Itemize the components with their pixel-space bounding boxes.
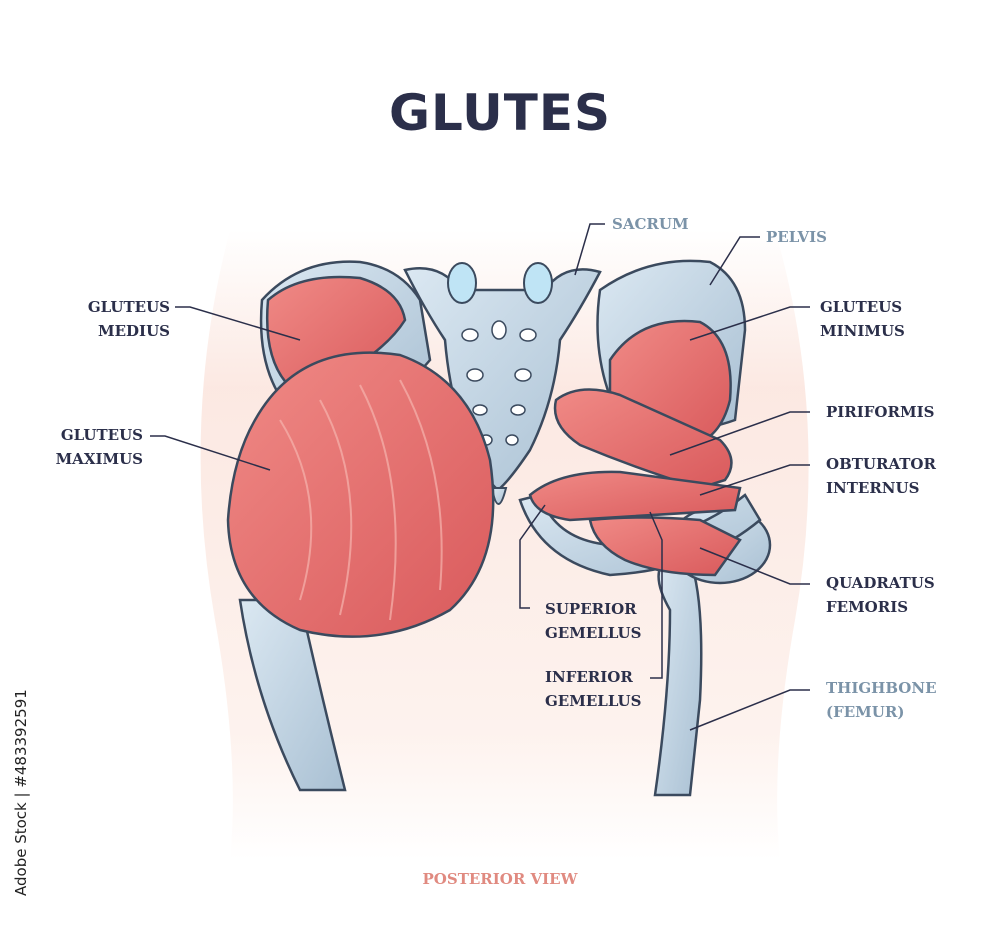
gluteus-medius-muscle (266, 275, 407, 397)
leader-pelvis (709, 236, 760, 286)
label-sacrum: SACRUM (612, 215, 689, 233)
right-femur (653, 558, 703, 797)
label-gluteus-medius-line1: GLUTEUS (87, 298, 170, 316)
label-superior-gemellus: SUPERIOR GEMELLUS (545, 597, 641, 645)
left-femur (238, 598, 347, 792)
sacrum-bone (403, 266, 602, 492)
label-thighbone: THIGHBONE (FEMUR) (826, 676, 937, 724)
obturator-internus-muscle (528, 470, 742, 522)
label-gluteus-maximus-line1: GLUTEUS (60, 426, 143, 444)
leader-gluteus-medius (175, 306, 301, 341)
label-gluteus-minimus: GLUTEUS MINIMUS (820, 295, 905, 343)
leader-inferior-gemellus (649, 511, 663, 679)
label-superior-gemellus-line2: GEMELLUS (545, 624, 642, 642)
label-inferior-gemellus-line2: GEMELLUS (545, 692, 642, 710)
label-gluteus-medius: GLUTEUS MEDIUS (60, 295, 170, 343)
leader-piriformis (669, 411, 810, 456)
label-inferior-gemellus-line1: INFERIOR (545, 668, 633, 686)
label-superior-gemellus-line1: SUPERIOR (545, 600, 637, 618)
label-quadratus-femoris-line2: FEMORIS (826, 598, 909, 616)
gluteus-maximus-fibers (279, 379, 443, 621)
label-obturator-internus-line2: INTERNUS (826, 479, 920, 497)
leader-quadratus-femoris (699, 547, 810, 585)
label-gluteus-maximus: GLUTEUS MAXIMUS (30, 423, 143, 471)
gluteus-maximus-muscle (226, 351, 495, 638)
label-gluteus-minimus-line1: GLUTEUS (820, 298, 903, 316)
label-thighbone-line2: (FEMUR) (826, 703, 905, 721)
leader-superior-gemellus (519, 504, 546, 609)
leader-thighbone (689, 689, 810, 731)
sacrum-facet-right (523, 262, 553, 304)
diagram-title: GLUTES (389, 84, 611, 142)
label-gluteus-medius-line2: MEDIUS (98, 322, 170, 340)
label-quadratus-femoris-line1: QUADRATUS (826, 574, 935, 592)
leader-sacrum (574, 223, 605, 276)
label-pelvis: PELVIS (766, 228, 827, 246)
leader-lines (150, 223, 810, 731)
leader-gluteus-maximus (150, 435, 271, 471)
stock-id-text: Adobe Stock | #483392591 (12, 689, 30, 896)
label-piriformis: PIRIFORMIS (826, 403, 935, 421)
label-thighbone-line1: THIGHBONE (826, 679, 937, 697)
label-gluteus-maximus-line2: MAXIMUS (55, 450, 143, 468)
leader-obturator-internus (699, 464, 810, 496)
sacrum-facet-left (447, 262, 477, 304)
leader-gluteus-minimus (689, 306, 810, 341)
label-gluteus-minimus-line2: MINIMUS (820, 322, 905, 340)
label-quadratus-femoris: QUADRATUS FEMORIS (826, 571, 935, 619)
label-obturator-internus-line1: OBTURATOR (826, 455, 936, 473)
label-obturator-internus: OBTURATOR INTERNUS (826, 452, 936, 500)
quadratus-femoris-muscle (588, 516, 742, 577)
view-caption: POSTERIOR VIEW (422, 870, 578, 888)
label-inferior-gemellus: INFERIOR GEMELLUS (545, 665, 641, 713)
